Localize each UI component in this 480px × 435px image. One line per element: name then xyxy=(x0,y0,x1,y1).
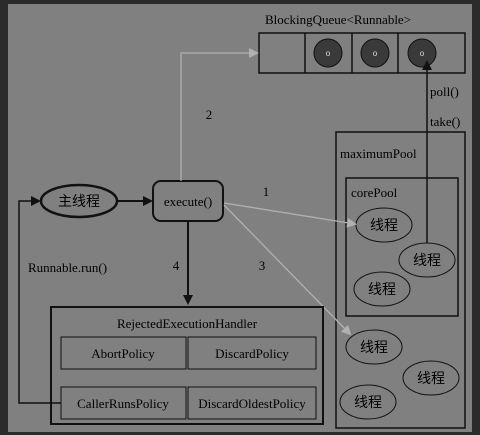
execute-label: execute() xyxy=(164,194,212,209)
caller-runs-policy-label: CallerRunsPolicy xyxy=(77,396,169,411)
max-thread-3: 线程 xyxy=(339,384,397,420)
max-thread-2-label: 线程 xyxy=(417,371,445,387)
take-label: take() xyxy=(430,114,460,129)
poll-label: poll() xyxy=(430,84,459,99)
step2-arrow xyxy=(180,48,259,181)
core-thread-2: 线程 xyxy=(398,242,456,278)
step3-arrow xyxy=(223,204,352,336)
step1-label: 1 xyxy=(263,184,270,199)
discard-policy: DiscardPolicy xyxy=(187,336,317,370)
queue-task-3: o xyxy=(407,38,437,68)
max-thread-3-label: 线程 xyxy=(354,395,382,411)
queue-task-1-symbol: o xyxy=(326,49,331,58)
step4-label: 4 xyxy=(173,258,180,273)
maximum-pool-box xyxy=(335,131,466,429)
abort-policy-label: AbortPolicy xyxy=(91,346,155,361)
blocking-queue: o o o xyxy=(258,32,466,74)
runnable-run-label: Runnable.run() xyxy=(28,260,107,275)
core-thread-3: 线程 xyxy=(353,271,411,307)
execute-node: execute() xyxy=(152,180,224,222)
step3-label: 3 xyxy=(259,258,266,273)
max-thread-1: 线程 xyxy=(345,329,403,365)
queue-title: BlockingQueue<Runnable> xyxy=(265,12,411,27)
step1-arrow xyxy=(223,202,357,228)
rejected-handler-box xyxy=(50,306,324,425)
queue-task-1: o xyxy=(313,38,343,68)
queue-task-3-symbol: o xyxy=(420,49,425,58)
discard-oldest-policy: DiscardOldestPolicy xyxy=(187,386,317,420)
discard-policy-label: DiscardPolicy xyxy=(215,346,289,361)
core-pool-box xyxy=(345,177,459,317)
caller-runs-return-arrow xyxy=(18,196,61,404)
main-thread-label: 主线程 xyxy=(58,194,100,210)
step2-label: 2 xyxy=(206,107,213,122)
discard-oldest-policy-label: DiscardOldestPolicy xyxy=(198,396,306,411)
core-pool-title: corePool xyxy=(351,185,398,200)
rejected-handler-title: RejectedExecutionHandler xyxy=(117,316,258,331)
main-thread-node: 主线程 xyxy=(39,183,119,219)
core-thread-2-label: 线程 xyxy=(413,253,441,269)
abort-policy: AbortPolicy xyxy=(60,336,187,370)
max-thread-2: 线程 xyxy=(402,360,460,396)
core-thread-1: 线程 xyxy=(355,207,413,243)
core-thread-1-label: 线程 xyxy=(370,218,398,234)
core-thread-3-label: 线程 xyxy=(368,282,396,298)
maximum-pool-title: maximumPool xyxy=(340,146,417,161)
queue-task-2: o xyxy=(360,38,390,68)
queue-task-2-symbol: o xyxy=(373,49,378,58)
max-thread-1-label: 线程 xyxy=(360,340,388,356)
